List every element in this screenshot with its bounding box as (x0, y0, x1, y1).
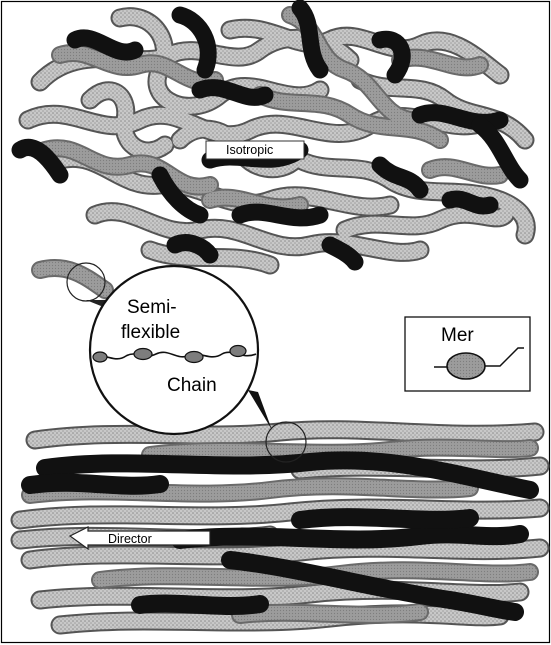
chain-bead (93, 352, 107, 362)
nematic-region (20, 430, 540, 625)
chain-bead (230, 346, 246, 357)
isotropic-label: Isotropic (226, 143, 273, 157)
mer-label: Mer (441, 325, 474, 346)
chain-label: Chain (167, 375, 217, 396)
semi-label: Semi- (127, 297, 177, 318)
director-label: Director (108, 532, 152, 546)
mer-bead-icon (447, 353, 485, 379)
flexible-label: flexible (121, 322, 180, 343)
chain-bead (185, 352, 203, 363)
chain-bead (134, 349, 152, 360)
